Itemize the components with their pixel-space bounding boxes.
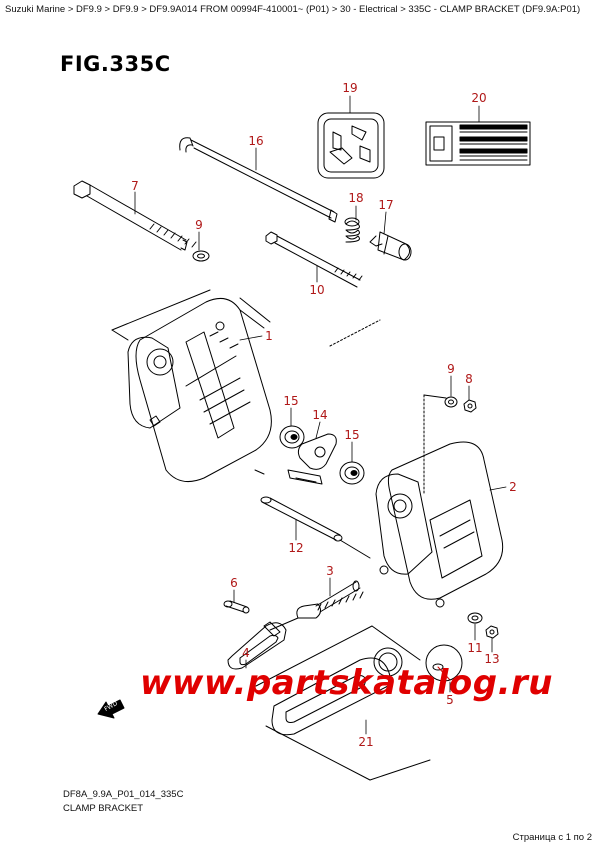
part-3-screw[interactable] <box>296 580 364 619</box>
callout-13[interactable]: 13 <box>484 652 500 666</box>
part-12-pin[interactable] <box>260 496 371 559</box>
part-20-warning-label[interactable] <box>425 121 531 166</box>
part-5-bolt[interactable] <box>425 644 463 682</box>
callout-17[interactable]: 17 <box>378 198 394 212</box>
part-9-washer-upper[interactable] <box>192 250 210 262</box>
part-2-clamp-bracket[interactable] <box>375 394 504 608</box>
callout-10[interactable]: 10 <box>309 283 325 297</box>
callout-20[interactable]: 20 <box>471 91 487 105</box>
callout-14[interactable]: 14 <box>312 408 328 422</box>
part-18-spring[interactable] <box>344 217 360 243</box>
part-15-bushing-right[interactable] <box>339 461 365 485</box>
callout-7[interactable]: 7 <box>131 179 139 193</box>
breadcrumb[interactable]: Suzuki Marine > DF9.9 > DF9.9 > DF9.9A01… <box>5 4 581 15</box>
callout-3[interactable]: 3 <box>326 564 334 578</box>
callout-15-left[interactable]: 15 <box>283 394 299 408</box>
pager: Страница с 1 по 2 <box>512 832 592 843</box>
callout-11[interactable]: 11 <box>467 641 483 655</box>
part-10-rod[interactable] <box>265 231 363 288</box>
callout-19[interactable]: 19 <box>342 81 358 95</box>
figure-title: FIG.335C <box>60 52 171 76</box>
part-21-handle-cover[interactable] <box>271 647 403 736</box>
callout-8[interactable]: 8 <box>465 372 473 386</box>
callout-16[interactable]: 16 <box>248 134 264 148</box>
part-13-nut[interactable] <box>485 625 499 639</box>
part-11-washer[interactable] <box>467 612 483 624</box>
callout-2[interactable]: 2 <box>509 480 517 494</box>
part-9-washer-right[interactable] <box>444 396 458 408</box>
part-16-rod[interactable] <box>179 137 338 223</box>
callout-21[interactable]: 21 <box>358 735 374 749</box>
callout-leaders <box>134 95 507 735</box>
part-6-pin[interactable] <box>223 600 250 614</box>
leader-frame-lines-lower <box>255 625 431 781</box>
figure-caption: CLAMP BRACKET <box>63 803 144 814</box>
part-15-bushing-left[interactable] <box>279 425 305 449</box>
callout-5[interactable]: 5 <box>446 693 454 707</box>
watermark: www.partskatalog.ru <box>140 663 554 703</box>
part-8-nut[interactable] <box>463 399 477 413</box>
callout-18[interactable]: 18 <box>348 191 364 205</box>
part-1-clamp-bracket[interactable] <box>127 297 272 483</box>
callout-15-right[interactable]: 15 <box>344 428 360 442</box>
callout-9-right[interactable]: 9 <box>447 362 455 376</box>
part-17-knob[interactable] <box>369 231 412 261</box>
figure-code: DF8A_9.9A_P01_014_335C <box>63 789 184 800</box>
part-4-handle[interactable] <box>227 617 299 670</box>
callout-12[interactable]: 12 <box>288 541 304 555</box>
callout-4[interactable]: 4 <box>242 646 250 660</box>
callout-1[interactable]: 1 <box>265 329 273 343</box>
part-14-plate[interactable] <box>287 433 337 485</box>
part-7-bolt[interactable] <box>73 180 197 251</box>
leader-frame-lines <box>111 289 381 475</box>
callout-6[interactable]: 6 <box>230 576 238 590</box>
fwd-arrow-icon <box>97 699 125 719</box>
callout-9-upper[interactable]: 9 <box>195 218 203 232</box>
part-19-decal[interactable] <box>317 112 385 179</box>
